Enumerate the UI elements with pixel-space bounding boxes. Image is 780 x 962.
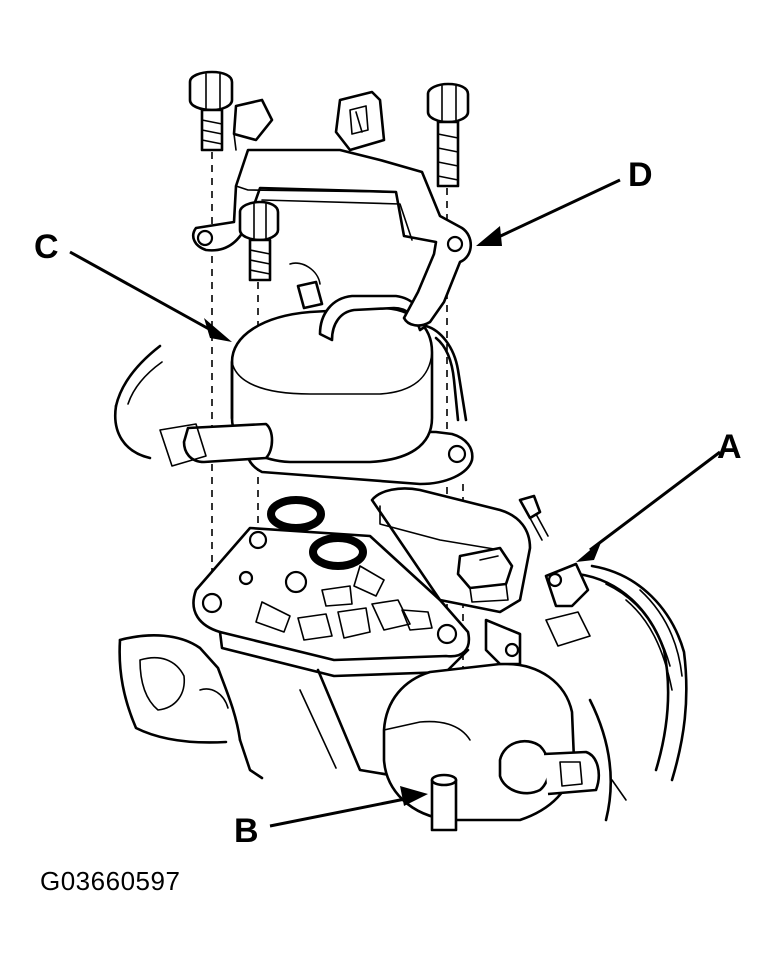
callout-label-a: A <box>717 428 742 466</box>
callout-arrow-d <box>476 178 621 246</box>
o-rings <box>267 496 367 570</box>
o-ring-left <box>267 496 325 532</box>
bolt-middle <box>238 200 280 282</box>
callout-label-d: D <box>628 156 653 194</box>
callout-label-b: B <box>234 812 259 850</box>
wire-harness <box>544 562 688 782</box>
callout-label-c: C <box>34 228 59 266</box>
callout-arrow-a <box>576 450 721 562</box>
vacuum-reservoir <box>113 262 474 486</box>
bracket <box>192 90 473 327</box>
figure-id: G03660597 <box>40 866 181 896</box>
valve-body <box>370 487 549 614</box>
base-plate <box>192 526 471 678</box>
callout-arrow-b <box>269 786 428 828</box>
pipe-b <box>430 773 458 832</box>
bolt-right-top <box>426 82 470 188</box>
o-ring-right <box>309 534 367 570</box>
bolt-left-top <box>188 70 234 152</box>
callout-arrow-c <box>69 250 232 342</box>
